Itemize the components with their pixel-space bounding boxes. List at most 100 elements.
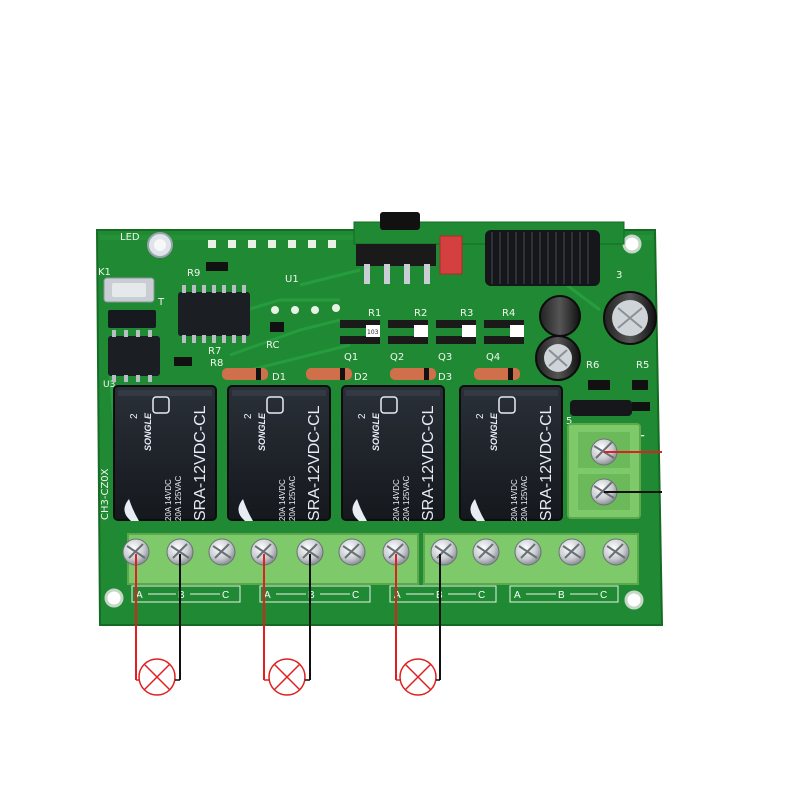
songle-logo-icon <box>352 499 367 521</box>
k1-label: K1 <box>98 267 111 278</box>
relay-rating: 20A 125VAC <box>402 476 411 521</box>
certification-icon <box>152 396 170 414</box>
relay-pin: 2 <box>129 413 140 419</box>
diode-label: D2 <box>354 372 368 383</box>
screw-terminal-icon <box>250 538 278 566</box>
songle-logo-icon <box>238 499 253 521</box>
lamp-icon <box>136 658 180 696</box>
power-wires <box>604 451 662 493</box>
terminal-label-b: B <box>308 590 315 601</box>
transistor-label: Q3 <box>438 352 452 363</box>
relay-pin: 2 <box>357 413 368 419</box>
screw-terminal-icon <box>122 538 150 566</box>
mounting-hole <box>624 590 644 610</box>
header-pads <box>208 240 336 248</box>
regulator <box>570 400 632 416</box>
lamp-icon <box>396 658 440 696</box>
diodes: D1 D2 D3 <box>222 368 520 383</box>
led-label: LED <box>120 232 140 243</box>
terminal-label-c: C <box>222 590 229 601</box>
transistor-label: Q1 <box>344 352 358 363</box>
relay-brand: SONGLE <box>143 412 153 451</box>
certification-icon <box>498 396 516 414</box>
t-label: T <box>157 297 165 308</box>
relay-rating: 20A 14VDC <box>510 479 519 521</box>
relay-rating: 20A 125VAC <box>174 476 183 521</box>
mounting-hole <box>622 234 642 254</box>
relay-brand: SONGLE <box>257 412 267 451</box>
screw-terminal-icon <box>602 538 630 566</box>
driver-components: R1 R2 R3 R4 Q1 Q2 Q3 Q4 103 <box>340 308 524 363</box>
screw-terminal-icon <box>208 538 236 566</box>
power-terminal-block <box>567 423 641 519</box>
relay-brand: SONGLE <box>371 412 381 451</box>
rc-label: RC <box>266 340 279 351</box>
relay-model: SRA-12VDC-CL <box>306 405 323 521</box>
antenna-icon <box>485 230 600 286</box>
relay-rating: 20A 14VDC <box>164 479 173 521</box>
terminal-group-labels: A B C <box>259 585 371 603</box>
relay-model: SRA-12VDC-CL <box>420 405 437 521</box>
terminal-label-b: B <box>178 590 185 601</box>
resistor-label: R3 <box>460 308 473 319</box>
diode-label: D3 <box>438 372 452 383</box>
relay-rating: 20A 14VDC <box>278 479 287 521</box>
transistor-label: Q2 <box>390 352 404 363</box>
screw-terminal-icon <box>558 538 586 566</box>
side-label: CH3-CZ0X <box>100 468 111 520</box>
pin5-label: 5 <box>566 416 572 427</box>
relay-brand: SONGLE <box>489 412 499 451</box>
screw-terminal-icon <box>382 538 410 566</box>
smd-marking: 103 <box>367 329 379 336</box>
terminal-label-a: A <box>514 590 521 601</box>
r8-label: R8 <box>210 358 223 369</box>
terminal-label-a: A <box>264 590 271 601</box>
ic-u3 <box>108 330 160 382</box>
terminal-label-c: C <box>352 590 359 601</box>
screw-terminal-icon <box>296 538 324 566</box>
terminal-label-c: C <box>600 590 607 601</box>
screw-terminal-icon <box>338 538 366 566</box>
r9-label: R9 <box>187 268 200 279</box>
songle-logo-icon <box>124 499 139 521</box>
terminal-label-a: A <box>136 590 143 601</box>
relay-pin: 2 <box>475 413 486 419</box>
diode-label: D1 <box>272 372 286 383</box>
screw-terminal-icon <box>514 538 542 566</box>
pin3-label: 3 <box>616 270 622 281</box>
resistor-label: R2 <box>414 308 427 319</box>
terminal-label-a: A <box>394 590 401 601</box>
relay-model: SRA-12VDC-CL <box>192 405 209 521</box>
push-button-k1 <box>103 277 155 303</box>
resistor-label: R4 <box>502 308 515 319</box>
relay-rating: 20A 125VAC <box>288 476 297 521</box>
smd-components <box>108 262 650 411</box>
r5-label: R5 <box>636 360 649 371</box>
certification-icon <box>380 396 398 414</box>
mounting-hole <box>104 588 124 608</box>
u3-label: U3 <box>103 380 115 390</box>
resistor-label: R1 <box>368 308 381 319</box>
terminal-label-c: C <box>478 590 485 601</box>
terminal-label-b: B <box>558 590 565 601</box>
relay-model: SRA-12VDC-CL <box>538 405 555 521</box>
transistor-label: Q4 <box>486 352 500 363</box>
capacitor-icon <box>535 291 657 381</box>
ic-u1 <box>178 285 250 343</box>
lamp-icon <box>264 658 310 696</box>
relay-rating: 20A 125VAC <box>520 476 529 521</box>
certification-icon <box>266 396 284 414</box>
led <box>147 232 173 258</box>
terminal-group-labels: A B C <box>131 585 241 603</box>
screw-terminal-icon <box>472 538 500 566</box>
songle-logo-icon <box>470 499 485 521</box>
rf-receiver-module <box>353 212 625 286</box>
u1-label: U1 <box>285 274 299 285</box>
load-wiring <box>135 554 441 696</box>
output-terminal-block <box>122 533 639 585</box>
r6-label: R6 <box>586 360 599 371</box>
